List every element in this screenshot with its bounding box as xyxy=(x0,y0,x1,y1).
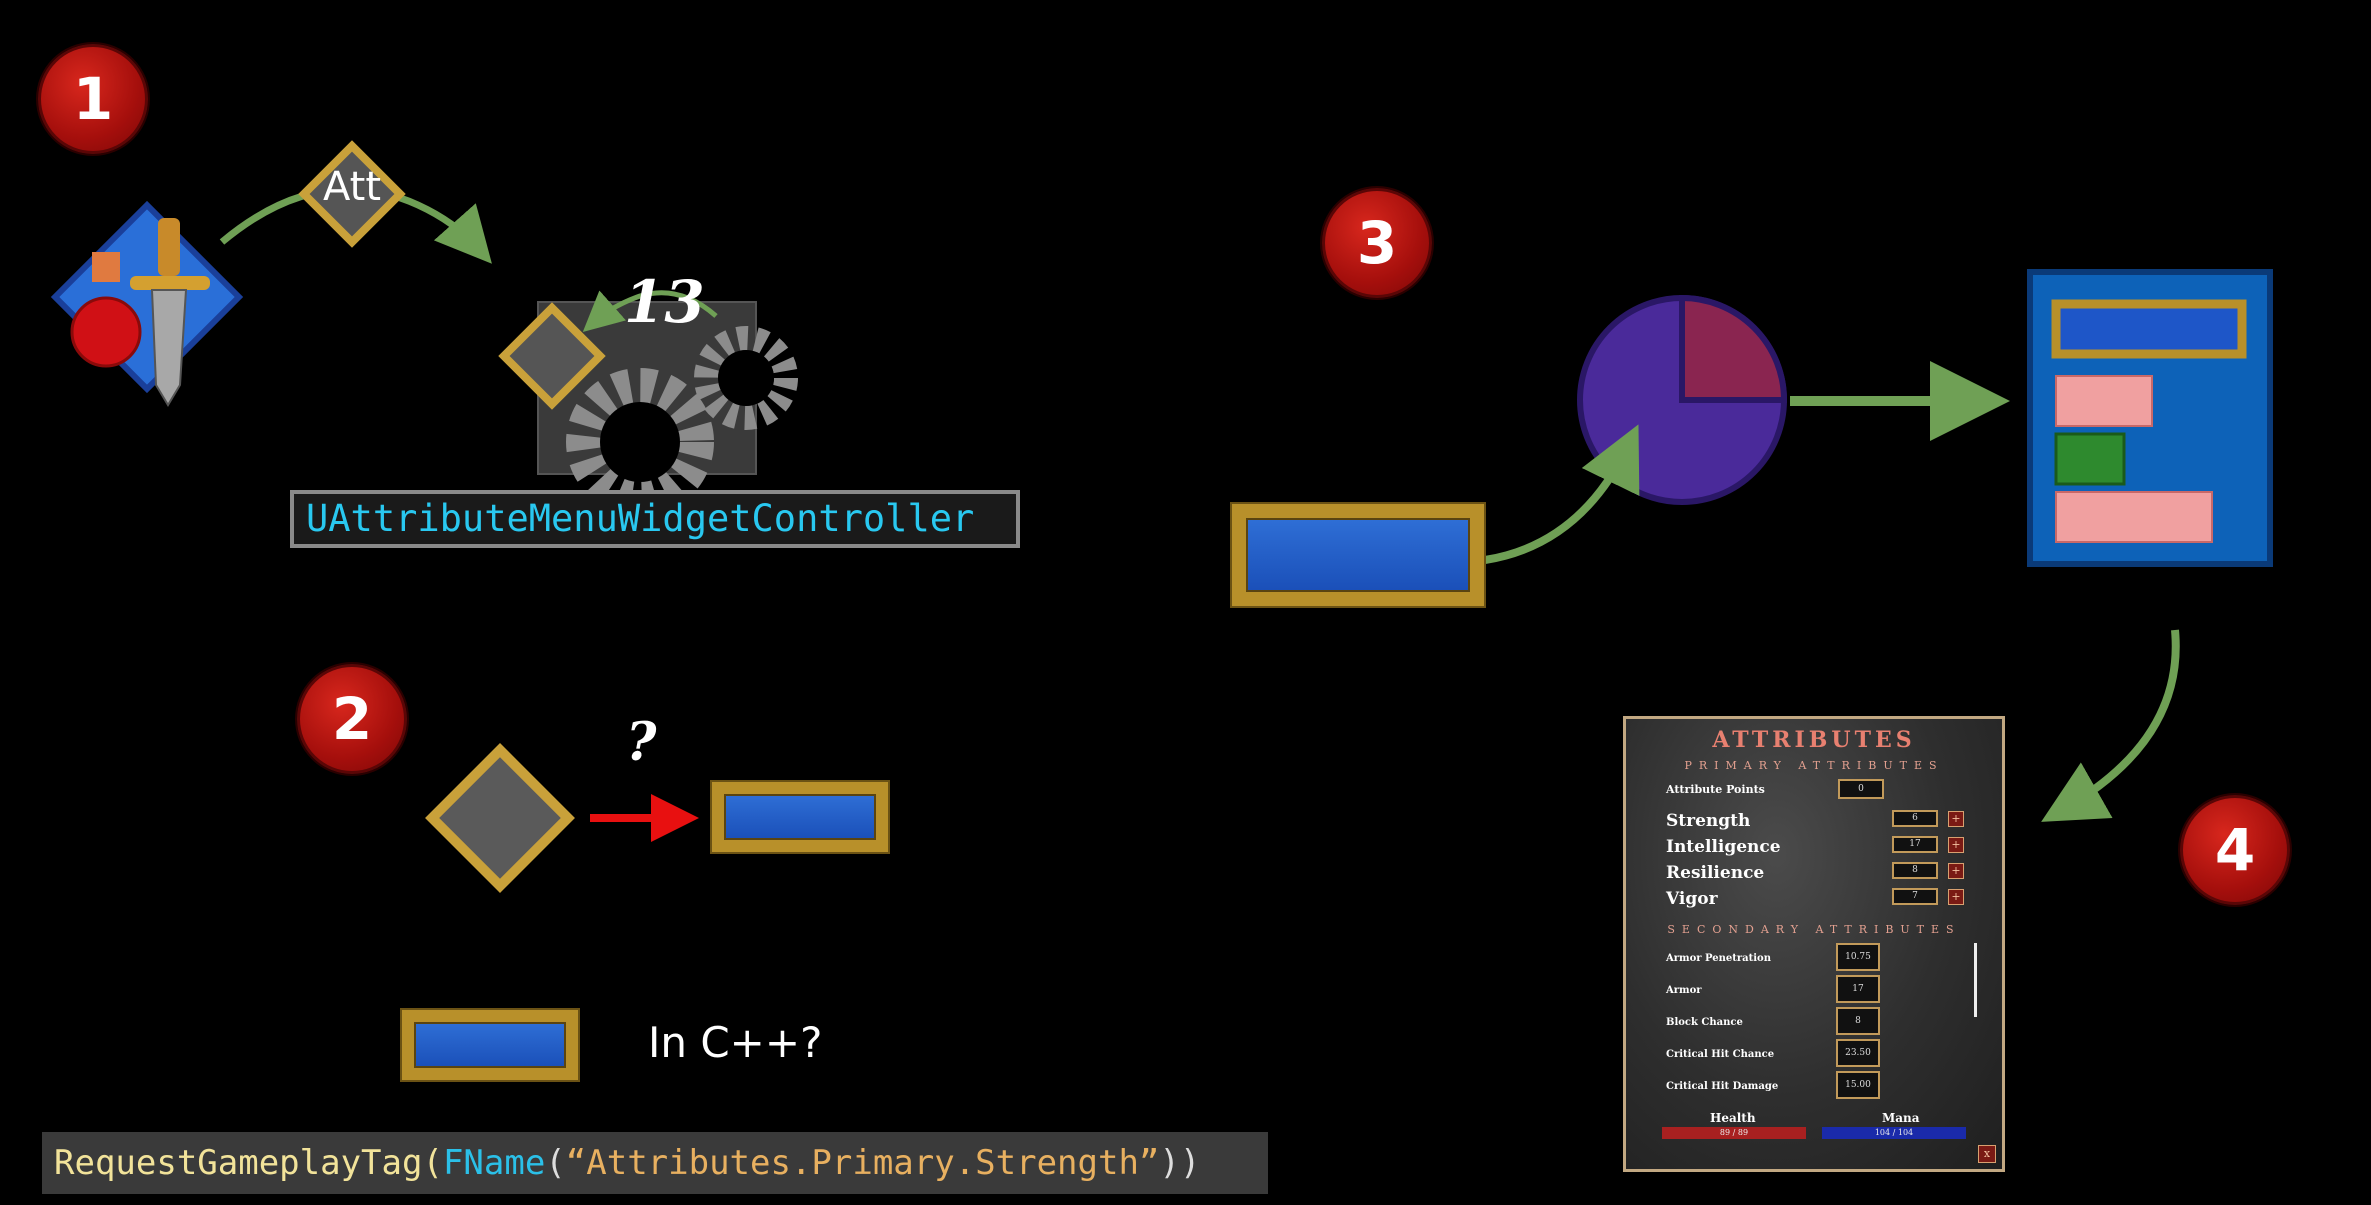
potion-icon xyxy=(70,252,142,368)
mana-bar: 104 / 104 xyxy=(1822,1127,1966,1139)
code-close: )) xyxy=(1159,1143,1201,1183)
primary-value-intelligence: 17 xyxy=(1892,836,1938,853)
step-badge-3: 3 xyxy=(1322,188,1432,298)
primary-header: PRIMARY ATTRIBUTES xyxy=(1684,759,1944,772)
secondary-scrollbar[interactable] xyxy=(1974,943,1977,1017)
att-label: Att xyxy=(322,164,382,210)
attribute-diamond-icon xyxy=(498,302,606,410)
add-resilience-button[interactable]: + xyxy=(1948,863,1964,879)
primary-value-resilience: 8 xyxy=(1892,862,1938,879)
code-type: FName xyxy=(442,1143,546,1183)
mana-label: Mana xyxy=(1882,1111,1920,1125)
primary-name-intelligence: Intelligence xyxy=(1666,837,1781,857)
panel-title: ATTRIBUTES xyxy=(1712,727,1916,753)
secondary-value: 10.75 xyxy=(1836,943,1880,971)
primary-name-vigor: Vigor xyxy=(1666,889,1718,909)
widget-panel-icon xyxy=(2027,269,2273,567)
secondary-value: 15.00 xyxy=(1836,1071,1880,1099)
secondary-value: 23.50 xyxy=(1836,1039,1880,1067)
code-snippet: RequestGameplayTag(FName(“Attributes.Pri… xyxy=(42,1132,1268,1194)
primary-name-strength: Strength xyxy=(1666,811,1751,831)
primary-value-vigor: 7 xyxy=(1892,888,1938,905)
sword-icon xyxy=(130,218,210,407)
secondary-name: Critical Hit Damage xyxy=(1666,1081,1779,1092)
attributes-menu-panel: ATTRIBUTES PRIMARY ATTRIBUTES Attribute … xyxy=(1623,716,2005,1172)
add-strength-button[interactable]: + xyxy=(1948,811,1964,827)
controller-name-label: UAttributeMenuWidgetController xyxy=(290,490,1020,548)
attribute-points-label: Attribute Points xyxy=(1666,783,1765,796)
health-label: Health xyxy=(1710,1111,1756,1125)
secondary-value: 8 xyxy=(1836,1007,1880,1035)
secondary-name: Armor xyxy=(1666,985,1702,996)
count-label: 13 xyxy=(624,268,705,336)
attribute-points-value: 0 xyxy=(1838,779,1884,799)
step-badge-4: 4 xyxy=(2180,795,2290,905)
code-paren: ( xyxy=(545,1143,566,1183)
step-badge-2: 2 xyxy=(297,664,407,774)
primary-value-strength: 6 xyxy=(1892,810,1938,827)
widget-bar xyxy=(1232,504,1484,606)
close-button[interactable]: x xyxy=(1978,1145,1996,1163)
add-intelligence-button[interactable]: + xyxy=(1948,837,1964,853)
gear-icon xyxy=(537,301,798,516)
secondary-header: SECONDARY ATTRIBUTES xyxy=(1667,923,1961,936)
secondary-value: 17 xyxy=(1836,975,1880,1003)
code-string: “Attributes.Primary.Strength” xyxy=(565,1143,1160,1183)
widget-bar xyxy=(402,1010,578,1080)
question-mark: ? xyxy=(626,712,657,773)
secondary-name: Critical Hit Chance xyxy=(1666,1049,1775,1060)
step-badge-1: 1 xyxy=(38,44,148,154)
health-bar: 89 / 89 xyxy=(1662,1127,1806,1139)
ability-system-icon xyxy=(50,200,244,394)
primary-name-resilience: Resilience xyxy=(1666,863,1765,883)
attribute-diamond-icon xyxy=(425,743,575,893)
code-function: RequestGameplayTag( xyxy=(54,1143,443,1183)
cpp-question: In C++? xyxy=(648,1018,823,1067)
attribute-diamond-icon xyxy=(298,140,406,248)
add-vigor-button[interactable]: + xyxy=(1948,889,1964,905)
widget-bar xyxy=(712,782,888,852)
secondary-name: Armor Penetration xyxy=(1666,953,1771,964)
secondary-name: Block Chance xyxy=(1666,1017,1743,1028)
